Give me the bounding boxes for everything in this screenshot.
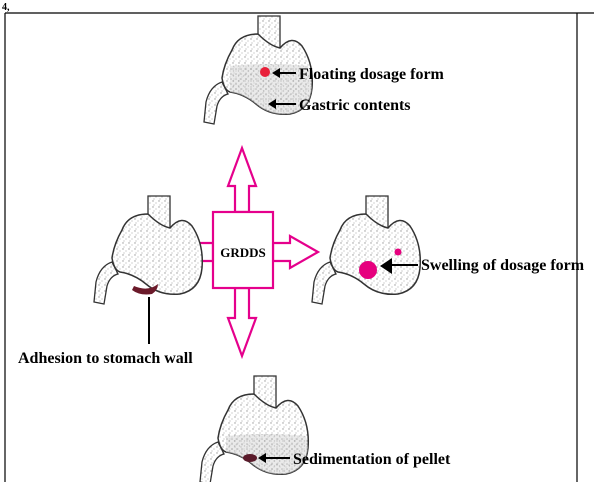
floating-label: Floating dosage form: [299, 66, 445, 83]
adhesion-label: Adhesion to stomach wall: [18, 350, 193, 367]
stomach-floating: [204, 16, 312, 124]
grdds-label: GRDDS: [220, 245, 266, 260]
arrow-up: [228, 148, 256, 212]
gastric-label: Gastric contents: [299, 97, 411, 114]
swelling-dosage-dot-large: [359, 261, 377, 279]
swelling-dosage-dot-small: [395, 249, 402, 256]
stomach-swelling: [312, 196, 420, 304]
floating-dosage-dot: [260, 67, 270, 77]
swelling-label: Swelling of dosage form: [421, 257, 585, 274]
stomach-adhesion: [94, 196, 202, 304]
arrow-down: [228, 288, 256, 356]
corner-mark: 4,: [2, 2, 10, 13]
arrow-right: [273, 236, 318, 268]
pellet: [243, 454, 257, 462]
sedimentation-label: Sedimentation of pellet: [293, 451, 451, 468]
